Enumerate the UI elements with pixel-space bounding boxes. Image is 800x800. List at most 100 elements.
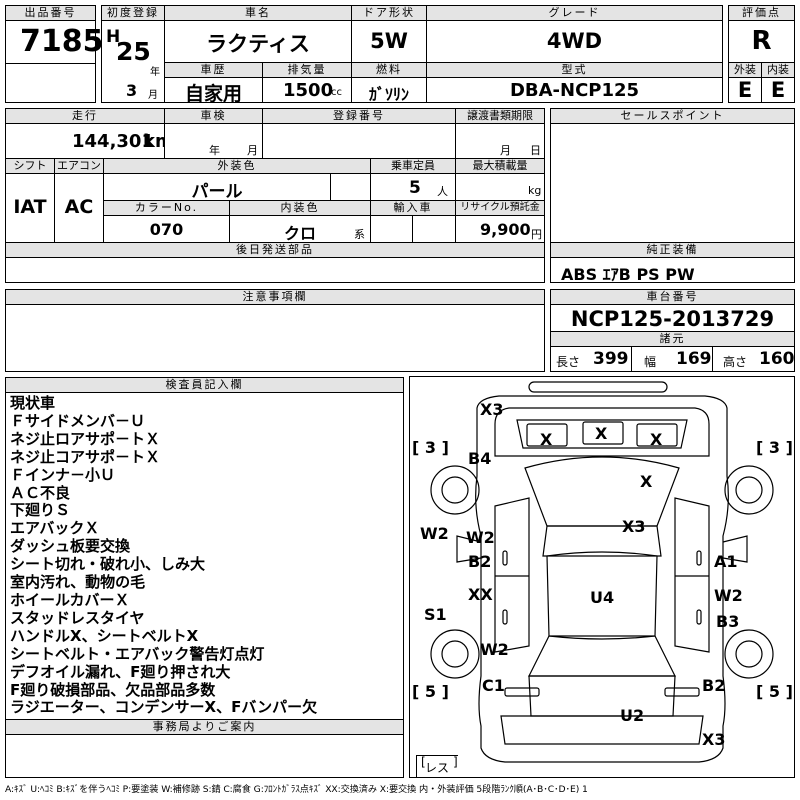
shift-box: IAT [5, 173, 55, 243]
grade-box: 4WD [426, 20, 723, 63]
inspection-box: 年 月 [164, 123, 263, 159]
height: 160 [759, 349, 795, 369]
mark-front-bumper: X3 [480, 400, 504, 419]
transfer-month-unit: 月 [500, 144, 511, 157]
recycle-unit: 円 [531, 228, 542, 241]
displacement-label: 排気量 [262, 62, 352, 78]
door-label: ドア形状 [351, 5, 427, 21]
int-color-box: クロ 系 [229, 215, 371, 243]
exterior-box: E [728, 77, 762, 103]
inspector-line: エアバックＸ [10, 519, 100, 538]
mark-headlight-left: X [540, 430, 553, 449]
recycle-label: リサイクル預託金 [455, 200, 545, 216]
mark-left-rear-door: XX [468, 585, 493, 604]
inspector-line: ラジエーター、コンデンサーX、Fバンパー欠 [10, 698, 318, 717]
reg-month-unit: 月 [148, 90, 158, 101]
fuel-box: ｶﾞｿﾘﾝ [351, 77, 427, 104]
interior-label: 内装 [761, 62, 795, 78]
left-doors-shape [494, 497, 530, 653]
inspector-line: 室内汚れ、動物の毛 [10, 573, 146, 592]
exterior-label: 外装 [728, 62, 762, 78]
spare-bracket-l: [ [421, 755, 426, 769]
inspector-line: ダッシュ板要交換 [10, 537, 131, 556]
ext-color-label: 外装色 [103, 158, 371, 174]
interior-box: E [761, 77, 795, 103]
right-rear-handle [696, 609, 702, 625]
first-reg-box: H 25 年 3 月 [101, 20, 165, 103]
front-bumper-top-shape [528, 381, 668, 393]
tail-lamp-right-shape [664, 687, 700, 697]
inspection-year-unit: 年 [209, 144, 220, 157]
wheel-fr-shape [724, 465, 774, 515]
left-front-handle [502, 550, 508, 566]
grade: 4WD [546, 29, 603, 53]
ac-box: AC [54, 173, 104, 243]
fuel-label: 燃料 [351, 62, 427, 78]
history-box: 自家用 [164, 77, 263, 105]
dims-label: 諸元 [550, 331, 795, 347]
right-doors-shape [674, 497, 710, 653]
front-roof-shape [542, 525, 662, 557]
lot-no-box: 7185 [5, 20, 104, 64]
trunk-shape [528, 675, 676, 717]
inspection-month-unit: 月 [247, 144, 258, 157]
mark-left-front-door-2: B2 [468, 552, 492, 571]
spare-bracket-r: ] [453, 755, 458, 769]
recycle-box: 9,900 円 [455, 215, 545, 243]
ac: AC [64, 196, 94, 218]
car-name: ラクティス [206, 32, 310, 56]
inspection-label: 車検 [164, 108, 263, 124]
history: 自家用 [184, 83, 242, 105]
height-box: 高さ 160 [712, 346, 795, 372]
recycle: 9,900 [480, 220, 531, 239]
lot-no-label: 出品番号 [5, 5, 96, 21]
mark-left-rear-fender: W2 [480, 640, 509, 659]
notes-box [5, 304, 545, 372]
width-label: 幅 [644, 355, 657, 369]
ext-color-extra [330, 173, 371, 201]
fuel: ｶﾞｿﾘﾝ [368, 85, 409, 104]
headlight-right-shape [636, 423, 678, 447]
sales-point-box [550, 123, 795, 243]
left-rear-handle [502, 609, 508, 625]
genuine-equipment: ABS ｴｱB PS PW [561, 265, 695, 284]
inspector-line: ＡＣ不良 [10, 483, 71, 502]
model-box: DBA-NCP125 [426, 77, 723, 103]
office-box [5, 734, 404, 778]
length-label: 長さ [556, 355, 581, 369]
right-front-handle [696, 550, 702, 566]
inspector-line: 下廻りＳ [10, 501, 71, 520]
rear-bumper-shape [500, 715, 704, 745]
score: R [751, 26, 772, 56]
mark-left-sill: S1 [424, 605, 447, 624]
mark-rear-bumper: U2 [620, 706, 645, 725]
wheel-rl-shape [430, 629, 480, 679]
int-color-label: 内装色 [229, 200, 371, 216]
reg-year-unit: 年 [150, 67, 160, 78]
exterior-score: E [737, 78, 753, 102]
tire-fr-grade: [ 3 ] [756, 438, 793, 457]
capacity: 5 [409, 178, 421, 198]
max-load-unit: kg [528, 184, 542, 197]
body-outline-shape [475, 395, 729, 763]
inspector-line: シートベルト・エアバック警告灯点灯 [10, 644, 265, 663]
mileage: 144,301 [72, 131, 154, 152]
inspector-line: スタッドレスタイヤ [10, 608, 145, 627]
inspector-label: 検査員記入欄 [5, 377, 404, 393]
inspector-line: デフオイル漏れ、F廻り押され大 [10, 662, 231, 681]
shift: IAT [13, 196, 47, 218]
reg-month: 3 [126, 81, 138, 100]
mark-left-mirror: W2 [420, 524, 449, 543]
inspector-line: 現状車 [10, 394, 56, 412]
rear-window-shape [528, 635, 676, 677]
mileage-label: 走行 [5, 108, 165, 124]
score-label: 評価点 [728, 5, 795, 21]
mark-roof: U4 [590, 588, 615, 607]
mark-windshield: X3 [622, 517, 646, 536]
sales-point-label: セールスポイント [550, 108, 795, 124]
inspector-line: シート切れ・破れ小、しみ大 [10, 555, 206, 574]
import-box-b [412, 215, 456, 243]
capacity-unit: 人 [437, 185, 448, 198]
